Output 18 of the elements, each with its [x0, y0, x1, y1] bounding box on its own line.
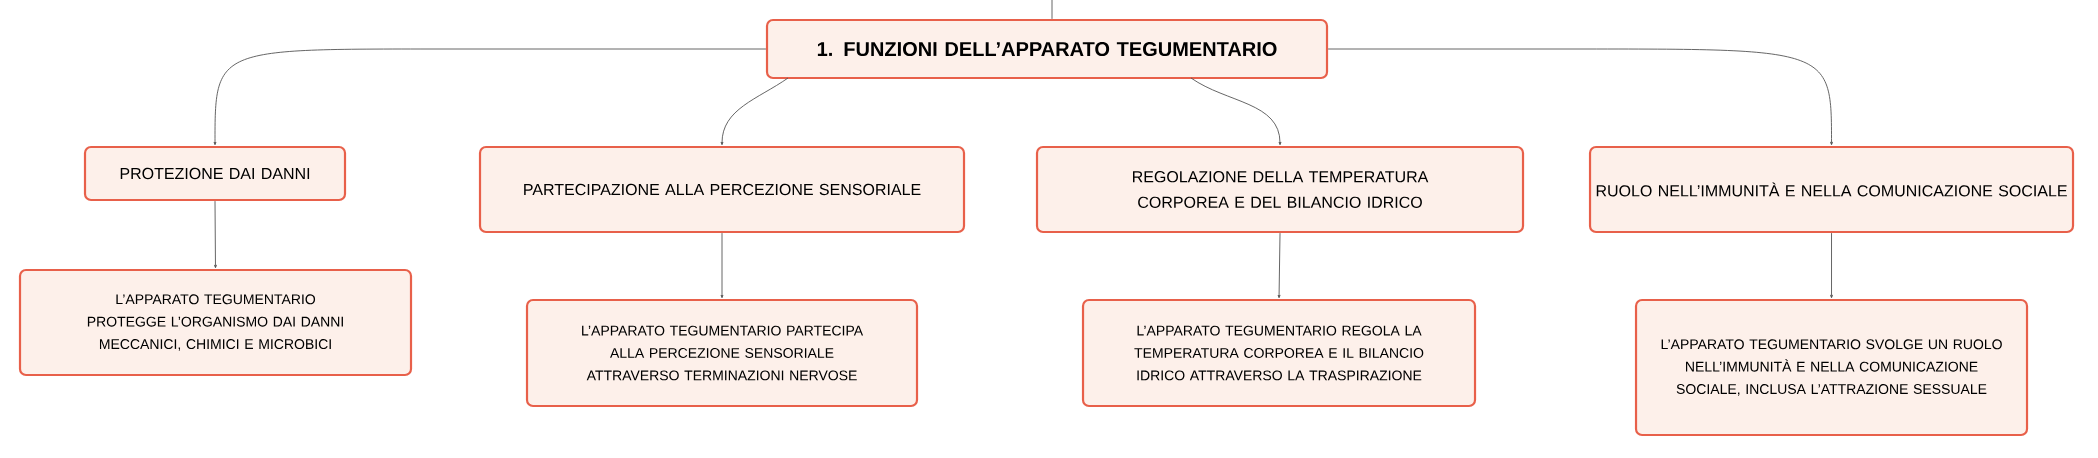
topic-box: PARTECIPAZIONE ALLA PERCEZIONE SENSORIALE: [478, 145, 966, 234]
topic-box: REGOLAZIONE DELLA TEMPERATURA CORPOREA E DEL BILANCIO IDRICO: [1035, 145, 1525, 234]
description-box: L’APPARATO TEGUMENTARIO PARTECIPA ALLA PERCEZIONE SENSORIALE ATTRAVERSO TERMINAZIONI NERVOSE: [525, 298, 919, 408]
root-topic-box: 1. FUNZIONI DELL’APPARATO TEGUMENTARIO: [765, 18, 1329, 80]
connector: [1830, 232, 1833, 299]
description-box: L’APPARATO TEGUMENTARIO PROTEGGE L’ORGANISMO DAI DANNI MECCANICI, CHIMICI E MICROBICI: [18, 268, 413, 377]
description-box: L’APPARATO TEGUMENTARIO REGOLA LA TEMPERATURA CORPOREA E IL BILANCIO IDRICO ATTRAVERSO LA TRASPIRAZIONE: [1081, 298, 1477, 408]
connector: [1277, 232, 1281, 299]
connector: [214, 200, 217, 269]
connector: [1327, 48, 1833, 146]
connector: [213, 48, 767, 146]
description-box: L’APPARATO TEGUMENTARIO SVOLGE UN RUOLO NELL’IMMUNITÀ E NELLA COMUNICAZIONE SOCIALE, INCLUSA L’ATTRAZIONE SESSUALE: [1634, 298, 2029, 437]
connector: [1190, 77, 1282, 146]
connector: [720, 232, 724, 299]
connector: [1051, 0, 1053, 20]
connector: [720, 77, 789, 146]
topic-box: RUOLO NELL’IMMUNITÀ E NELLA COMUNICAZIONE SOCIALE: [1588, 145, 2075, 234]
topic-box: PROTEZIONE DAI DANNI: [83, 145, 347, 202]
